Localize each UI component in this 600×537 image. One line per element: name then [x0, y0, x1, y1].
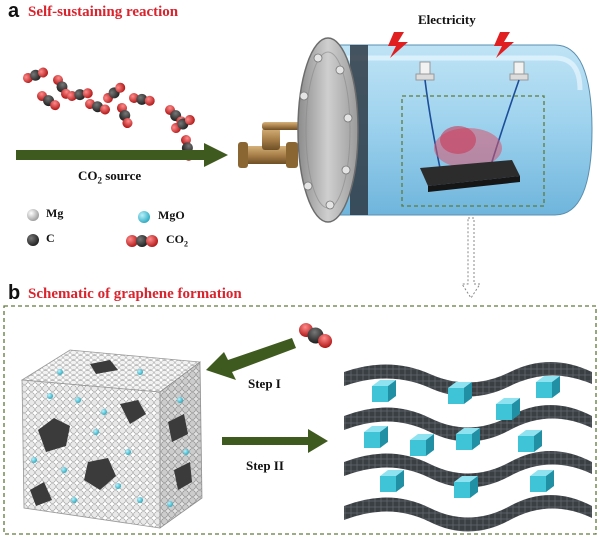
legend-mgo-label: MgO: [158, 208, 185, 222]
co2-source-text: CO: [78, 168, 98, 183]
co2-source-suffix: source: [102, 168, 142, 183]
legend-co2-icon: [126, 235, 158, 247]
legend-atoms: [27, 209, 158, 247]
electrodes: [415, 61, 529, 169]
co2-source-subscript: 2: [97, 175, 103, 186]
inset-box: [401, 95, 545, 207]
panel-a-letter: a: [8, 0, 20, 22]
panel-b-letter: b: [8, 282, 21, 304]
co2-source-label: CO2 source: [78, 168, 141, 186]
legend-co2-label: CO2: [166, 232, 188, 248]
step1-label: Step I: [248, 376, 281, 391]
panel-b-title: Schematic of graphene formation: [28, 286, 242, 302]
lightning-icon: [388, 32, 514, 58]
legend-c-label: C: [46, 231, 55, 245]
mgo-cubes: [364, 376, 560, 498]
mg-cube: [20, 349, 203, 529]
co2-molecule-cluster: [23, 67, 195, 161]
graphene-structure: [344, 362, 592, 532]
legend-co2-text: CO: [166, 232, 184, 246]
hollow-down-arrow: [461, 217, 481, 299]
step1-arrow: [206, 338, 296, 380]
reaction-boat: [420, 126, 520, 192]
valve-icon: [238, 122, 302, 168]
legend-mgo-icon: [138, 211, 150, 223]
panel-b-frame: [3, 305, 597, 535]
step2-arrow: [222, 429, 328, 453]
legend-mg-label: Mg: [46, 206, 64, 220]
legend-c-icon: [27, 234, 39, 246]
panel-a-title: Self-sustaining reaction: [28, 4, 179, 20]
legend-mg-icon: [27, 209, 39, 221]
electricity-label: Electricity: [418, 12, 476, 27]
co2-source-arrow: [16, 143, 228, 167]
reactor-tube: [297, 37, 593, 223]
step1-co2-molecule: [299, 323, 333, 348]
step2-label: Step II: [246, 458, 284, 473]
legend-co2-subscript: 2: [184, 239, 188, 249]
